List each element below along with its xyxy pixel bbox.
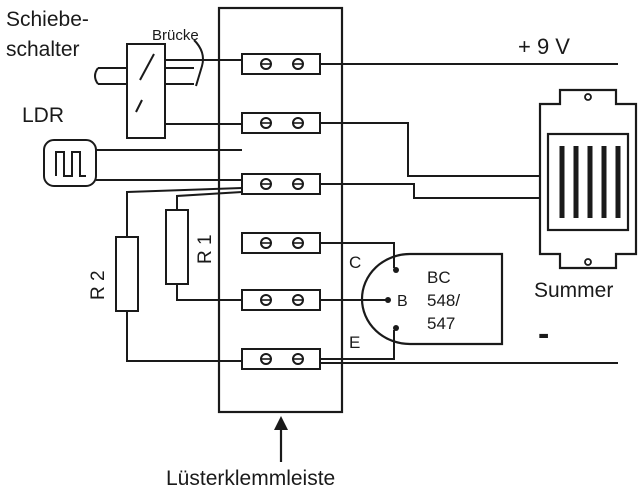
terminal-block-2 bbox=[241, 112, 321, 134]
label-luesterklemmleiste: Lüsterklemmleiste bbox=[166, 467, 335, 490]
terminal-block-4 bbox=[241, 232, 321, 254]
terminal-block-6 bbox=[241, 348, 321, 370]
terminal-block-3 bbox=[241, 173, 321, 195]
label-minus: - bbox=[538, 315, 549, 353]
screw-icon bbox=[292, 58, 304, 70]
label-bruecke: Brücke bbox=[152, 27, 199, 44]
label-c: C bbox=[349, 253, 361, 272]
resistor-r2 bbox=[115, 187, 243, 362]
label-bc: BC bbox=[427, 268, 451, 287]
screw-icon bbox=[292, 117, 304, 129]
pin-base-icon bbox=[385, 297, 391, 303]
screw-icon bbox=[260, 58, 272, 70]
terminal-block-1 bbox=[241, 53, 321, 75]
label-b: B bbox=[397, 293, 408, 310]
resistor-r1 bbox=[165, 191, 243, 301]
bridge-wire bbox=[193, 39, 204, 87]
terminal-strip-housing bbox=[217, 6, 344, 414]
screw-icon bbox=[260, 294, 272, 306]
wire-collector bbox=[320, 242, 395, 268]
screw-icon bbox=[260, 178, 272, 190]
transistor bbox=[360, 252, 504, 346]
label-schalter: schalter bbox=[6, 38, 80, 61]
label-ldr: LDR bbox=[22, 104, 64, 127]
label-summer: Summer bbox=[534, 279, 613, 302]
screw-icon bbox=[260, 237, 272, 249]
label-bc-num2: 547 bbox=[427, 314, 455, 333]
up-arrow-icon bbox=[274, 416, 288, 462]
summer-buzzer bbox=[538, 88, 638, 270]
label-e: E bbox=[349, 333, 360, 352]
wire-emitter bbox=[320, 330, 395, 360]
screw-icon bbox=[260, 353, 272, 365]
screw-icon bbox=[292, 237, 304, 249]
label-r1: R 1 bbox=[195, 234, 216, 264]
screw-icon bbox=[260, 117, 272, 129]
ldr-sensor bbox=[43, 139, 242, 187]
pin-collector-icon bbox=[393, 267, 399, 273]
label-bc-num1: 548/ bbox=[427, 291, 460, 310]
pin-emitter-icon bbox=[393, 325, 399, 331]
terminal-block-5 bbox=[241, 289, 321, 311]
label-r2: R 2 bbox=[88, 270, 109, 300]
screw-icon bbox=[292, 353, 304, 365]
screw-icon bbox=[292, 178, 304, 190]
label-plus-9v: + 9 V bbox=[518, 34, 570, 59]
wire-summer-1 bbox=[320, 122, 540, 177]
wire-summer-2 bbox=[320, 183, 540, 199]
slide-switch bbox=[94, 43, 242, 139]
label-schiebe: Schiebe- bbox=[6, 8, 89, 31]
screw-icon bbox=[292, 294, 304, 306]
